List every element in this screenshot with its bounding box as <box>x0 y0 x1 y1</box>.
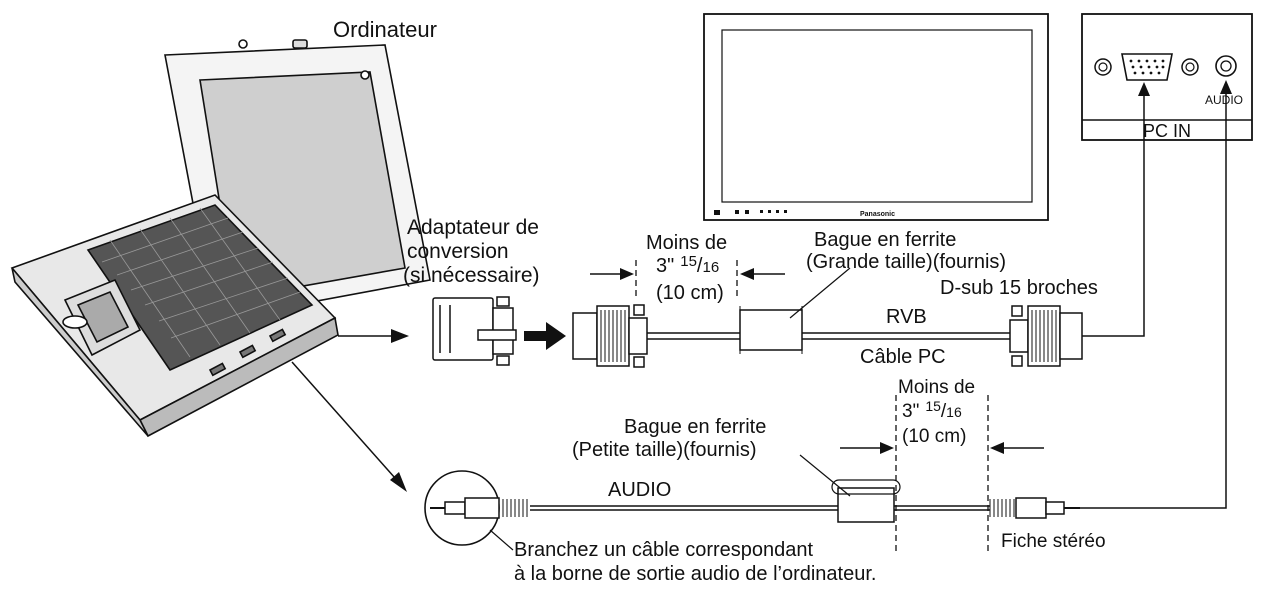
ferrite-large-label-1: Bague en ferrite <box>814 229 956 251</box>
audio-cable <box>424 80 1232 551</box>
ferrite-small-label-2: (Petite taille)(fournis) <box>572 439 757 461</box>
labels: Ordinateur Adaptateur de conversion (si … <box>333 17 1106 585</box>
audio-cable-label: AUDIO <box>608 479 671 501</box>
lower-distance-cm: (10 cm) <box>902 426 966 447</box>
lower-distance-inch: 3"15/16 <box>902 398 962 422</box>
dsub-label: D-sub 15 broches <box>940 277 1098 299</box>
plasma-display: Panasonic <box>703 13 1049 221</box>
conversion-adapter <box>432 296 517 366</box>
dimension-marks <box>590 260 1044 555</box>
lower-less-than-label: Moins de <box>898 377 975 398</box>
pc-cable-label: Câble PC <box>860 346 946 368</box>
adapter-label-3: (si nécessaire) <box>403 264 540 287</box>
panel-pc-in-label: PC IN <box>1143 121 1191 141</box>
laptop-arrows <box>291 322 566 492</box>
pc-cable <box>572 82 1150 368</box>
panel-audio-label: AUDIO <box>1205 93 1243 107</box>
ferrite-large-label-2: (Grande taille)(fournis) <box>806 251 1006 273</box>
dsub-pins <box>1129 59 1165 75</box>
adapter-label-1: Adaptateur de <box>407 216 539 239</box>
computer-label: Ordinateur <box>333 17 437 42</box>
ferrite-small-label-1: Bague en ferrite <box>624 416 766 438</box>
note-line-2: à la borne de sortie audio de l’ordinate… <box>514 563 876 585</box>
rgb-label: RVB <box>886 306 927 328</box>
adapter-label-2: conversion <box>407 240 509 263</box>
upper-distance-inch: 3"15/16 <box>656 253 719 277</box>
upper-distance-cm: (10 cm) <box>656 282 724 304</box>
stereo-plug-label: Fiche stéréo <box>1001 531 1106 552</box>
note-line-1: Branchez un câble correspondant <box>514 539 814 561</box>
display-brand: Panasonic <box>860 211 895 218</box>
laptop-illustration <box>10 39 431 438</box>
upper-less-than-label: Moins de <box>646 232 727 254</box>
pc-in-panel: AUDIO PC IN <box>1081 13 1253 141</box>
